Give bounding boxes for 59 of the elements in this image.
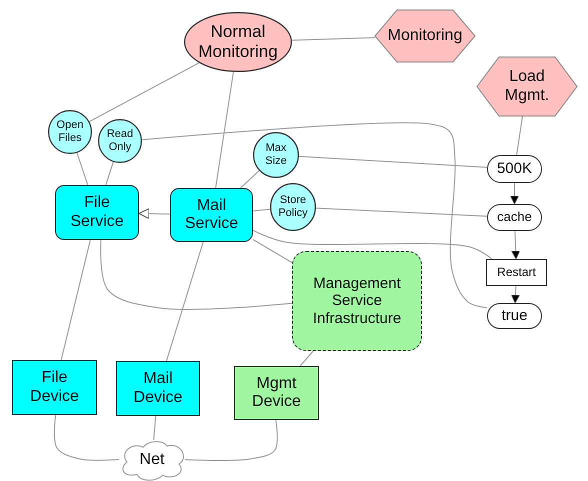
node-label: Mgmt Device [251,374,302,412]
device-box [116,361,200,416]
connector-line [516,115,524,156]
arrow [511,230,520,260]
circle-node [270,183,316,231]
node-label: cache [497,210,532,225]
connector-line [298,156,488,168]
arrow [510,182,519,204]
connector-line [100,240,292,310]
value-pill [487,303,542,329]
circle-node [48,110,92,154]
node-label: File Device [29,369,80,406]
node-label: File Service [69,194,125,231]
connector-line [291,37,376,41]
arrow [511,286,520,304]
connector-line [60,240,91,360]
infrastructure-box [292,251,422,351]
connector-line [76,152,88,186]
node-label: Monitoring [388,26,462,46]
device-box [234,366,319,420]
node-label: Normal Monitoring [197,22,279,62]
service-box [55,185,139,240]
node-label: Load Mgmt. [504,68,550,105]
connector-line [166,242,204,362]
ellipse-node [184,12,292,72]
connector-line [300,350,314,366]
connector-line [215,71,234,188]
connector-line [252,239,292,264]
node-label: Restart [497,266,536,280]
node-label: Store Policy [277,194,309,220]
connector-line [54,414,120,461]
connector-line [153,416,156,441]
connector-line [105,161,114,186]
node-label: Mail Device [132,370,184,407]
node-label: Net [140,450,164,470]
hexagon-node [477,57,577,116]
node-label: Management Service Infrastructure [312,275,402,327]
connector-line [240,170,260,188]
arrow [138,208,170,220]
value-pill [487,155,542,183]
value-pill [487,204,542,231]
node-label: Max Size [264,142,288,168]
action-box [486,259,547,286]
connector-line [252,208,271,212]
service-box [170,188,253,242]
node-label: 500K [496,160,532,178]
connector-line [141,122,488,308]
connector-line [184,420,278,461]
connector-line [88,62,200,122]
hexagon-node [375,10,475,62]
connector-line [252,230,492,260]
node-label: Read Only [106,128,134,154]
node-label: true [502,307,528,325]
node-label: Open Files [56,119,84,145]
node-label: Mail Service [184,196,240,234]
device-box [12,360,97,415]
connector-line [315,208,488,217]
circle-node [98,119,142,163]
circle-node [253,132,299,178]
